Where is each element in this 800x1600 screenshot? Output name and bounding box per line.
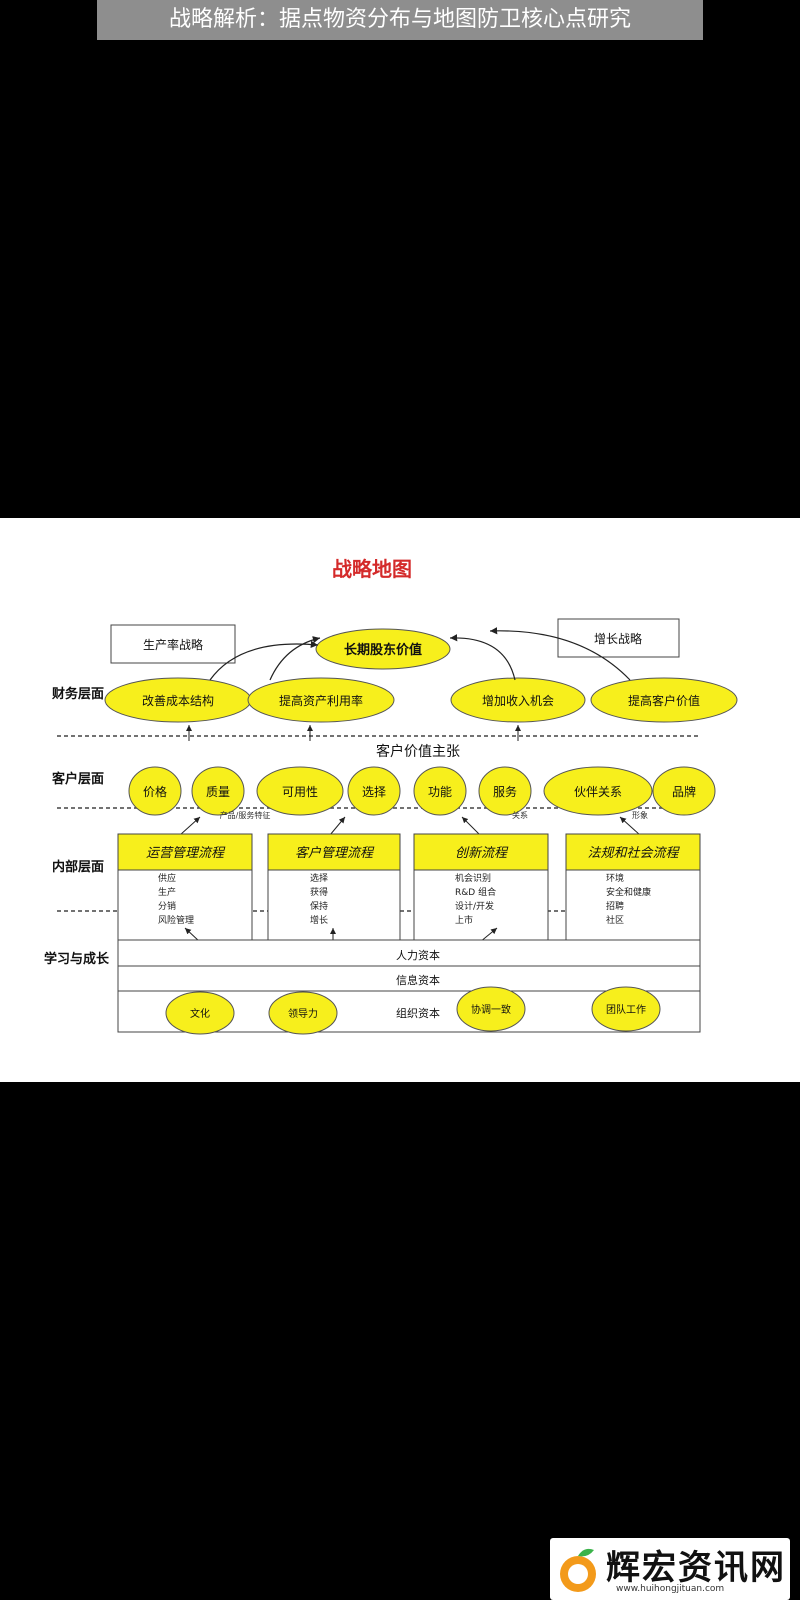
process-item: R&D 组合 <box>455 886 496 898</box>
process-item: 风险管理 <box>158 914 194 926</box>
long-term-shareholder-value-ellipse <box>315 628 451 670</box>
growth-strategy-box <box>557 618 680 658</box>
finance-ellipse-customer-value <box>590 677 738 723</box>
orange-logo-icon <box>560 1548 596 1592</box>
learning-ellipse-label: 领导力 <box>288 1007 318 1020</box>
process-title: 客户管理流程 <box>295 845 375 861</box>
learning-ellipse-label: 协调一致 <box>471 1003 511 1016</box>
customer-ellipse-partnership <box>543 766 653 816</box>
customer-ellipse-label: 选择 <box>362 785 386 799</box>
customer-ellipse-quality <box>191 766 245 816</box>
learning-row-organization-capital: 组织资本 <box>396 1006 440 1020</box>
process-item: 设计/开发 <box>455 900 494 912</box>
arrow-customer-value-to-goal <box>489 627 631 681</box>
customer-value-proposition-header: 客户价值主张 <box>376 743 460 760</box>
learning-row-human-capital: 人力资本 <box>396 948 440 962</box>
process-title: 法规和社会流程 <box>587 846 680 861</box>
layer-label-internal: 内部层面 <box>52 859 104 875</box>
process-title: 运营管理流程 <box>146 846 226 861</box>
finance-ellipse-label: 提高客户价值 <box>628 693 700 708</box>
learning-ellipse-leadership <box>268 991 338 1035</box>
watermark-title: 辉宏资讯网 <box>606 1548 786 1588</box>
group-label-image: 形象 <box>632 810 648 820</box>
learning-ellipse-label: 团队工作 <box>606 1003 646 1016</box>
customer-ellipse-label: 服务 <box>493 784 517 799</box>
process-item: 供应 <box>158 872 176 884</box>
growth-strategy-label: 增长战略 <box>594 631 642 646</box>
strategy-map-diagram: 战略地图 财务层面 客户层面 内部层面 学习与成长 生产率战略 增长战略 长期股… <box>0 518 800 1082</box>
watermark-url: www.huihongjituan.com <box>616 1584 725 1594</box>
process-box-customer-management: 客户管理流程 选择 获得 保持 增长 <box>267 833 401 945</box>
process-item: 获得 <box>310 886 328 898</box>
process-item: 机会识别 <box>455 872 491 884</box>
learning-ellipse-label: 文化 <box>190 1007 210 1020</box>
customer-ellipse-label: 品牌 <box>672 785 696 799</box>
arrow-ops-to-customer <box>179 816 201 836</box>
process-item: 招聘 <box>606 900 624 912</box>
learning-ellipse-teamwork <box>591 986 661 1032</box>
customer-ellipse-label: 可用性 <box>282 785 318 799</box>
site-watermark: 辉宏资讯网 www.huihongjituan.com <box>550 1538 790 1600</box>
customer-ellipse-label: 价格 <box>143 784 167 799</box>
learning-ellipse-culture <box>165 991 235 1035</box>
learning-ellipse-alignment <box>456 986 526 1032</box>
customer-ellipse-label: 伙伴关系 <box>574 785 622 799</box>
arrow-asset-to-goal <box>269 636 321 681</box>
process-item: 上市 <box>455 914 473 926</box>
process-item: 分销 <box>158 900 176 912</box>
process-item: 选择 <box>310 872 328 884</box>
group-label-relationship: 关系 <box>512 810 528 820</box>
customer-ellipse-label: 质量 <box>206 785 230 799</box>
arrow-revenue-to-goal <box>449 634 516 681</box>
process-item: 保持 <box>310 900 328 912</box>
process-box-regulatory-social: 法规和社会流程 环境 安全和健康 招聘 社区 <box>565 833 701 945</box>
process-item: 环境 <box>606 872 624 884</box>
process-box-innovation: 创新流程 机会识别 R&D 组合 设计/开发 上市 <box>413 833 549 945</box>
customer-ellipse-availability <box>256 766 344 816</box>
process-item: 生产 <box>158 886 176 898</box>
customer-ellipse-function <box>413 766 467 816</box>
learning-row-information-capital: 信息资本 <box>396 973 440 987</box>
process-item: 增长 <box>310 914 328 926</box>
finance-ellipse-revenue-opportunity <box>450 677 586 723</box>
process-item: 社区 <box>606 914 624 926</box>
page-banner-title: 战略解析：据点物资分布与地图防卫核心点研究 <box>97 0 703 40</box>
customer-ellipse-selection <box>347 766 401 816</box>
customer-ellipse-service <box>478 766 532 816</box>
customer-ellipse-price <box>128 766 182 816</box>
group-label-product-service: 产品/服务特征 <box>220 810 271 820</box>
productivity-strategy-label: 生产率战略 <box>143 637 203 652</box>
arrow-crm-to-customer <box>329 816 346 836</box>
arrow-regulatory-to-customer <box>619 816 641 836</box>
customer-ellipse-brand <box>652 766 716 816</box>
process-box-operations: 运营管理流程 供应 生产 分销 风险管理 <box>117 833 253 945</box>
finance-ellipse-label: 增加收入机会 <box>482 694 554 708</box>
arrow-innovation-to-customer <box>461 816 481 836</box>
customer-ellipse-label: 功能 <box>428 785 452 799</box>
process-title: 创新流程 <box>455 846 509 861</box>
finance-ellipse-asset-utilization <box>247 677 395 723</box>
layer-label-learning: 学习与成长 <box>44 951 110 967</box>
layer-label-finance: 财务层面 <box>52 686 104 702</box>
process-item: 安全和健康 <box>606 886 651 898</box>
finance-ellipse-label: 改善成本结构 <box>142 693 214 708</box>
finance-ellipse-label: 提高资产利用率 <box>279 693 363 708</box>
productivity-strategy-box <box>110 624 236 664</box>
arrow-cost-to-goal <box>209 640 319 681</box>
diagram-title: 战略地图 <box>332 557 412 581</box>
long-term-shareholder-value-label: 长期股东价值 <box>344 642 422 658</box>
layer-label-customer: 客户层面 <box>52 771 104 787</box>
